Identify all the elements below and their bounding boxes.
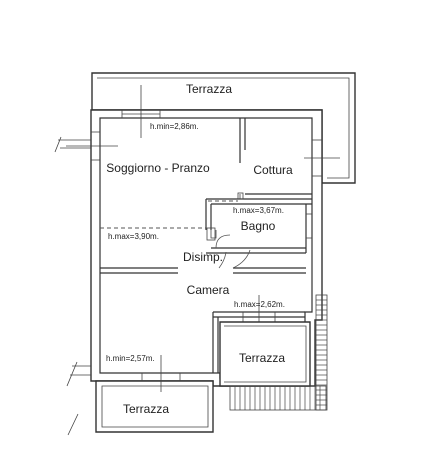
- room-label-terrazza-top: Terrazza: [186, 82, 232, 96]
- door-disimp-arc: [218, 251, 227, 269]
- room-label-cottura: Cottura: [253, 163, 293, 177]
- hatched-stair-bottom: [229, 385, 327, 411]
- height-label-camera-min: h.min=2,57m.: [106, 354, 155, 363]
- terrace-top-inner: [97, 77, 350, 179]
- fixture-cottura-corner: [237, 192, 244, 200]
- room-label-bagno: Bagno: [241, 219, 276, 233]
- door-camera-arc: [232, 249, 251, 269]
- room-label-camera: Camera: [187, 283, 230, 297]
- door-bagno-arc: [215, 234, 231, 249]
- left-stub-top: [54, 136, 91, 153]
- terrace-bottom-outline: [95, 380, 214, 433]
- fixture-bagno: [206, 227, 216, 241]
- height-label-soggiorno-min: h.min=2,86m.: [150, 122, 199, 131]
- room-label-terrazza-bottom: Terrazza: [123, 402, 169, 416]
- left-stub-bottom: [66, 361, 91, 436]
- room-label-disimpegno: Disimp.: [183, 250, 223, 264]
- wall-camera-top: [100, 267, 306, 274]
- height-label-camera-max: h.max=2,62m.: [234, 300, 285, 309]
- terrace-bottom-inner: [101, 385, 209, 428]
- wall-bagno: [205, 198, 312, 254]
- room-label-terrazza-right: Terrazza: [239, 351, 285, 365]
- wall-cottura-bottom: [245, 193, 312, 200]
- room-label-soggiorno: Soggiorno - Pranzo: [106, 161, 210, 175]
- wall-cottura-left: [239, 118, 246, 163]
- terrace-right-inner: [224, 325, 307, 383]
- height-label-soggiorno-max: h.max=3,90m.: [108, 232, 159, 241]
- hatched-stair-right: [315, 294, 328, 411]
- wall-bagno-door-gap: [210, 230, 217, 239]
- height-label-bagno-max: h.max=3,67m.: [233, 206, 284, 215]
